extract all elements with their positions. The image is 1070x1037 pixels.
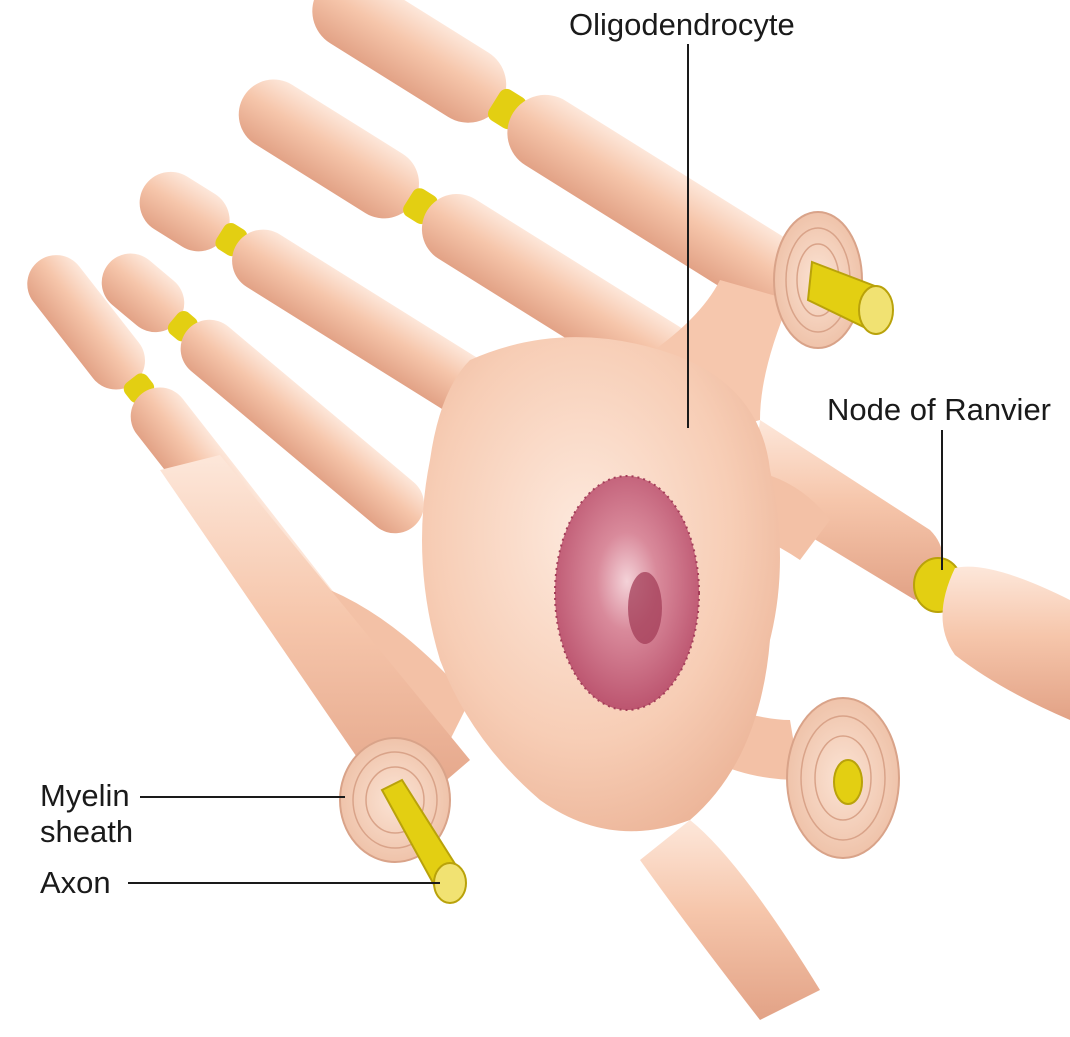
label-myelin-sheath-line1: Myelin [40,778,130,813]
axon-end [859,286,893,334]
lower-fiber [640,820,820,1020]
cut-fiber-bottom-right [787,698,899,858]
label-myelin-sheath: Myelin sheath [40,778,133,850]
myelin-segment [640,820,820,1020]
label-node-of-ranvier: Node of Ranvier [827,392,1051,428]
label-oligodendrocyte: Oligodendrocyte [569,7,795,43]
nucleolus [628,572,662,644]
nucleus [555,476,699,710]
myelin-segment [226,66,433,231]
label-myelin-sheath-line2: sheath [40,814,133,850]
cut-fiber-top-right [774,212,893,348]
right-fiber [750,420,1070,720]
axon-end [834,760,862,804]
myelin-segment [943,567,1070,720]
label-axon: Axon [40,865,111,901]
